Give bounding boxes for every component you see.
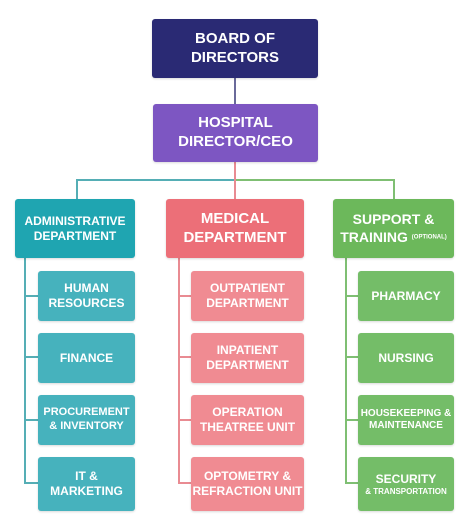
unit-line2: THEATREE UNIT [199, 420, 296, 434]
unit-line1: IT & [75, 469, 98, 483]
medical-unit-optometry: OPTOMETRY & REFRACTION UNIT [191, 457, 304, 511]
admin-unit-finance: FINANCE [38, 333, 135, 383]
medical-department-box: MEDICAL DEPARTMENT [166, 199, 304, 258]
admin-line1: ADMINISTRATIVE [24, 213, 126, 228]
unit-line1: NURSING [378, 350, 434, 365]
unit-line1: OPERATION [212, 405, 283, 419]
unit-line2: DEPARTMENT [206, 358, 289, 372]
director-line1: HOSPITAL [198, 114, 273, 132]
medical-unit-operation-theatre: OPERATION THEATREE UNIT [191, 395, 304, 445]
unit-line1: FINANCE [59, 350, 114, 365]
support-connector-1 [345, 295, 358, 297]
medical-connector-3 [178, 419, 191, 421]
medical-line2: DEPARTMENT [183, 228, 287, 246]
support-unit-housekeeping: HOUSEKEEPING & MAINTENANCE [358, 395, 454, 445]
unit-line1: INPATIENT [216, 343, 279, 357]
medical-spine-line [178, 258, 180, 484]
admin-unit-procurement: PROCUREMENT & INVENTORY [38, 395, 135, 445]
unit-line2: & TRANSPORTATION [365, 486, 447, 496]
admin-connector-1 [24, 295, 38, 297]
unit-line1: HOUSEKEEPING & [360, 407, 452, 419]
admin-connector-2 [24, 356, 38, 358]
board-to-director-line [234, 78, 236, 104]
support-spine-line [345, 258, 347, 484]
support-line2: TRAINING [340, 228, 408, 245]
unit-line1: SECURITY [375, 471, 437, 486]
support-connector-3 [345, 419, 358, 421]
administrative-department-box: ADMINISTRATIVE DEPARTMENT [15, 199, 135, 258]
support-unit-pharmacy: PHARMACY [358, 271, 454, 321]
admin-connector-3 [24, 419, 38, 421]
admin-spine-line [24, 258, 26, 484]
unit-line1: OPTOMETRY & [203, 469, 292, 483]
support-connector-4 [345, 482, 358, 484]
unit-line2: RESOURCES [48, 296, 125, 310]
support-unit-security: SECURITY & TRANSPORTATION [358, 457, 454, 511]
support-connector-2 [345, 356, 358, 358]
support-unit-nursing: NURSING [358, 333, 454, 383]
branch-drop-admin [76, 179, 78, 199]
unit-line1: PHARMACY [371, 288, 441, 303]
unit-line1: HUMAN [64, 281, 109, 295]
unit-line2: MAINTENANCE [369, 420, 443, 431]
support-optional-note: (OPTIONAL) [411, 234, 447, 241]
admin-unit-it-marketing: IT & MARKETING [38, 457, 135, 511]
support-training-box: SUPPORT & TRAINING (OPTIONAL) [333, 199, 454, 258]
director-stem-line [234, 162, 236, 180]
unit-line2: & INVENTORY [49, 420, 124, 432]
board-line2: DIRECTORS [190, 48, 280, 66]
medical-unit-outpatient: OUTPATIENT DEPARTMENT [191, 271, 304, 321]
branch-drop-medical [234, 179, 236, 199]
medical-connector-4 [178, 482, 191, 484]
branch-horizontal-right [234, 179, 395, 181]
board-of-directors-box: BOARD OF DIRECTORS [152, 19, 318, 78]
unit-line2: MARKETING [50, 484, 123, 498]
hospital-director-box: HOSPITAL DIRECTOR/CEO [153, 104, 318, 162]
admin-connector-4 [24, 482, 38, 484]
unit-line2: REFRACTION UNIT [192, 484, 303, 498]
medical-line1: MEDICAL [200, 209, 270, 227]
admin-unit-human-resources: HUMAN RESOURCES [38, 271, 135, 321]
support-line1: SUPPORT & [352, 211, 435, 227]
unit-line1: PROCUREMENT [43, 406, 130, 419]
branch-drop-support [393, 179, 395, 199]
unit-line2: DEPARTMENT [206, 296, 289, 310]
board-line1: BOARD OF [194, 29, 275, 47]
medical-connector-2 [178, 356, 191, 358]
unit-line1: OUTPATIENT [210, 281, 285, 295]
admin-line2: DEPARTMENT [33, 228, 117, 243]
director-line2: DIRECTOR/CEO [178, 133, 293, 150]
medical-connector-1 [178, 295, 191, 297]
branch-horizontal-left [76, 179, 236, 181]
medical-unit-inpatient: INPATIENT DEPARTMENT [191, 333, 304, 383]
